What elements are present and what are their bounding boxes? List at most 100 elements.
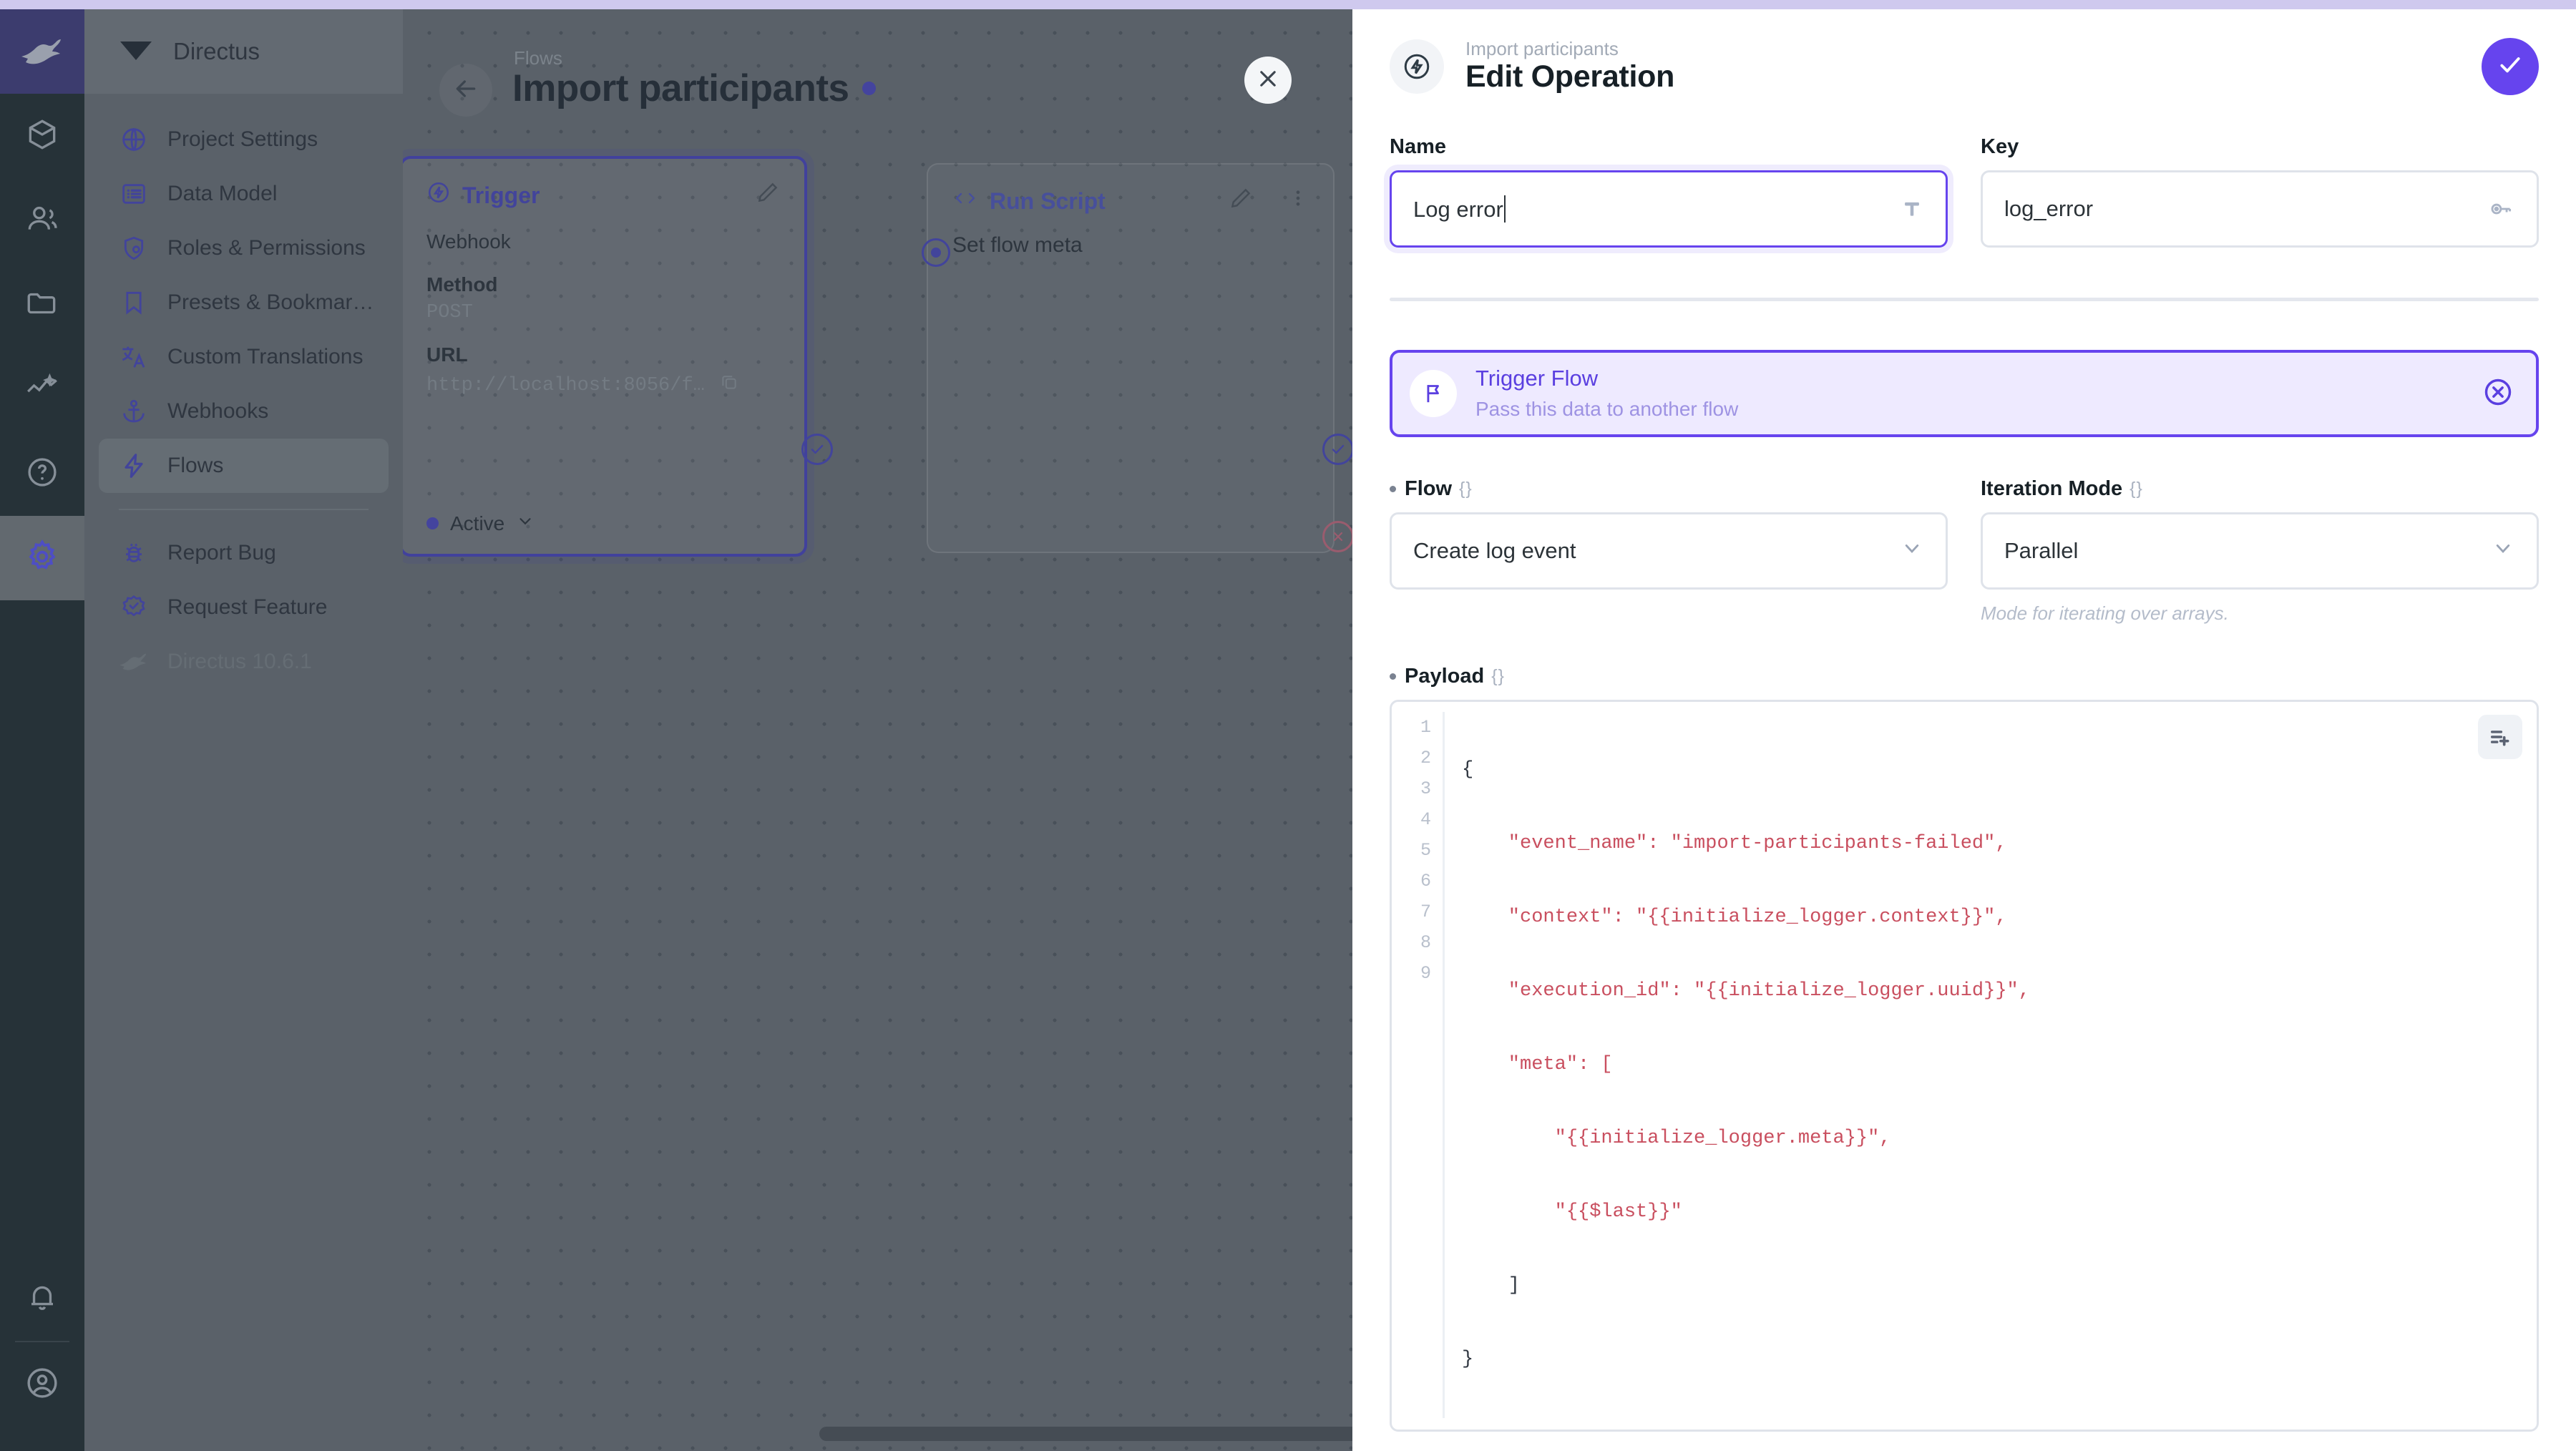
nav-project-header[interactable]: Directus	[84, 9, 403, 94]
breadcrumb[interactable]: Flows	[514, 47, 562, 69]
sidebar-item-custom-translations[interactable]: Custom Translations	[99, 330, 389, 384]
format-add-lines-icon[interactable]	[2478, 715, 2522, 759]
bug-report-icon	[119, 538, 149, 568]
flow-iteration-row: Flow {} Create log event Iteration Mode …	[1390, 477, 2539, 625]
sidebar-item-version: Directus 10.6.1	[99, 635, 389, 689]
sidebar-item-presets-bookmarks[interactable]: Presets & Bookmar…	[99, 275, 389, 330]
flow-label: Flow {}	[1390, 477, 1948, 501]
admin-panel-settings-icon	[119, 233, 149, 263]
module-item-help[interactable]	[0, 431, 84, 516]
page-title: Import participants	[512, 67, 876, 110]
drawer-title: Edit Operation	[1465, 59, 1675, 94]
name-input[interactable]: Log error	[1390, 170, 1948, 248]
module-item-settings[interactable]	[0, 516, 84, 600]
payload-label-text: Payload	[1405, 665, 1485, 688]
module-divider	[15, 1341, 69, 1342]
public-globe-icon	[119, 124, 149, 155]
line-number: 4	[1420, 809, 1431, 830]
more-vertical-icon[interactable]	[1287, 186, 1309, 216]
trigger-flow-banner-subtitle: Pass this data to another flow	[1475, 398, 1739, 421]
sidebar-item-label: Request Feature	[167, 595, 328, 619]
bookmark-icon	[119, 288, 149, 318]
iteration-mode-select-value: Parallel	[2004, 538, 2079, 563]
copy-icon[interactable]	[719, 372, 739, 399]
module-item-file-library[interactable]	[0, 263, 84, 347]
trigger-flow-banner[interactable]: Trigger Flow Pass this data to another f…	[1390, 350, 2539, 437]
directus-rabbit-logo-icon[interactable]	[0, 9, 84, 94]
translate-icon	[119, 342, 149, 372]
module-item-content[interactable]	[0, 94, 84, 178]
key-icon	[2488, 197, 2515, 221]
drawer-titles: Import participants Edit Operation	[1465, 38, 1675, 95]
page-title-text: Import participants	[512, 67, 849, 109]
sidebar-item-label: Report Bug	[167, 541, 276, 565]
folder-icon	[24, 285, 60, 325]
braces-icon: {}	[1491, 666, 1505, 686]
flow-card-run-script-set-flow-meta[interactable]: Run Script Set flow meta	[927, 163, 1335, 553]
module-item-user-directory[interactable]	[0, 178, 84, 263]
flow-card-trigger[interactable]: Trigger Webhook Method POST URL http://l…	[403, 156, 807, 557]
insights-icon	[24, 370, 60, 409]
bell-icon	[24, 1279, 60, 1319]
pencil-icon[interactable]	[756, 180, 780, 210]
flow-node-input[interactable]	[922, 238, 950, 267]
iteration-mode-select[interactable]: Parallel	[1981, 512, 2539, 590]
arrow-left-icon	[452, 74, 480, 107]
required-dot	[1390, 673, 1396, 680]
flow-pin-success[interactable]	[1322, 434, 1354, 465]
line-number: 7	[1420, 902, 1431, 922]
code-content[interactable]: { "event_name": "import-participants-fai…	[1445, 712, 2537, 1418]
sidebar-item-webhooks[interactable]: Webhooks	[99, 384, 389, 439]
chevron-down-icon	[516, 512, 535, 535]
key-field-group: Key log_error	[1981, 135, 2539, 248]
field-label: Webhook	[426, 230, 511, 253]
chevron-down-icon	[1900, 536, 1924, 566]
sidebar-item-label: Project Settings	[167, 127, 318, 151]
key-input[interactable]: log_error	[1981, 170, 2539, 248]
close-button[interactable]	[1244, 57, 1292, 104]
close-icon	[1256, 67, 1280, 94]
drawer-header: Import participants Edit Operation	[1352, 9, 2576, 95]
line-number: 6	[1420, 871, 1431, 891]
code-line: ]	[1462, 1275, 1521, 1296]
flow-select[interactable]: Create log event	[1390, 512, 1948, 590]
payload-code-editor[interactable]: 1 2 3 4 5 6 7 8 9 { "event_name": "impor…	[1390, 700, 2539, 1432]
back-button[interactable]	[439, 64, 492, 117]
module-item-account[interactable]	[0, 1342, 84, 1427]
sidebar-item-data-model[interactable]: Data Model	[99, 167, 389, 221]
check-icon	[2496, 51, 2524, 83]
anchor-icon	[119, 396, 149, 426]
close-circle-icon[interactable]	[2482, 376, 2514, 412]
flow-card-header: Run Script	[952, 186, 1309, 216]
flow-card-title: Trigger	[462, 182, 540, 208]
flow-pin-error[interactable]	[1322, 521, 1354, 552]
sidebar-item-roles-permissions[interactable]: Roles & Permissions	[99, 221, 389, 275]
payload-label: Payload {}	[1390, 665, 2539, 688]
flow-status-dropdown[interactable]: Active	[426, 512, 535, 535]
nav-project-title: Directus	[173, 38, 260, 64]
sidebar-item-flows[interactable]: Flows	[99, 439, 389, 493]
sidebar-item-request-feature[interactable]: Request Feature	[99, 580, 389, 635]
flag-icon	[1410, 370, 1457, 417]
field-value: POST	[426, 302, 473, 323]
sidebar-item-label: Directus 10.6.1	[167, 650, 312, 673]
line-number: 8	[1420, 932, 1431, 953]
sidebar-item-label: Webhooks	[167, 399, 269, 423]
pencil-icon[interactable]	[1229, 186, 1253, 216]
save-button[interactable]	[2482, 38, 2539, 95]
status-dot	[426, 517, 439, 529]
required-dot	[1390, 486, 1396, 492]
iteration-mode-label: Iteration Mode {}	[1981, 477, 2539, 501]
chevron-down-icon	[2491, 536, 2515, 566]
nav-divider	[119, 509, 369, 510]
text-format-T-icon[interactable]	[1900, 197, 1924, 221]
directus-logo-mark-icon	[119, 647, 149, 677]
module-item-insights[interactable]	[0, 347, 84, 431]
flow-pin-success[interactable]	[801, 434, 833, 465]
module-item-notifications[interactable]	[0, 1256, 84, 1341]
sidebar-item-report-bug[interactable]: Report Bug	[99, 526, 389, 580]
field-value: http://localhost:8056/f…	[426, 374, 705, 396]
directus-logo-mark-icon	[119, 38, 153, 66]
sidebar-item-project-settings[interactable]: Project Settings	[99, 112, 389, 167]
